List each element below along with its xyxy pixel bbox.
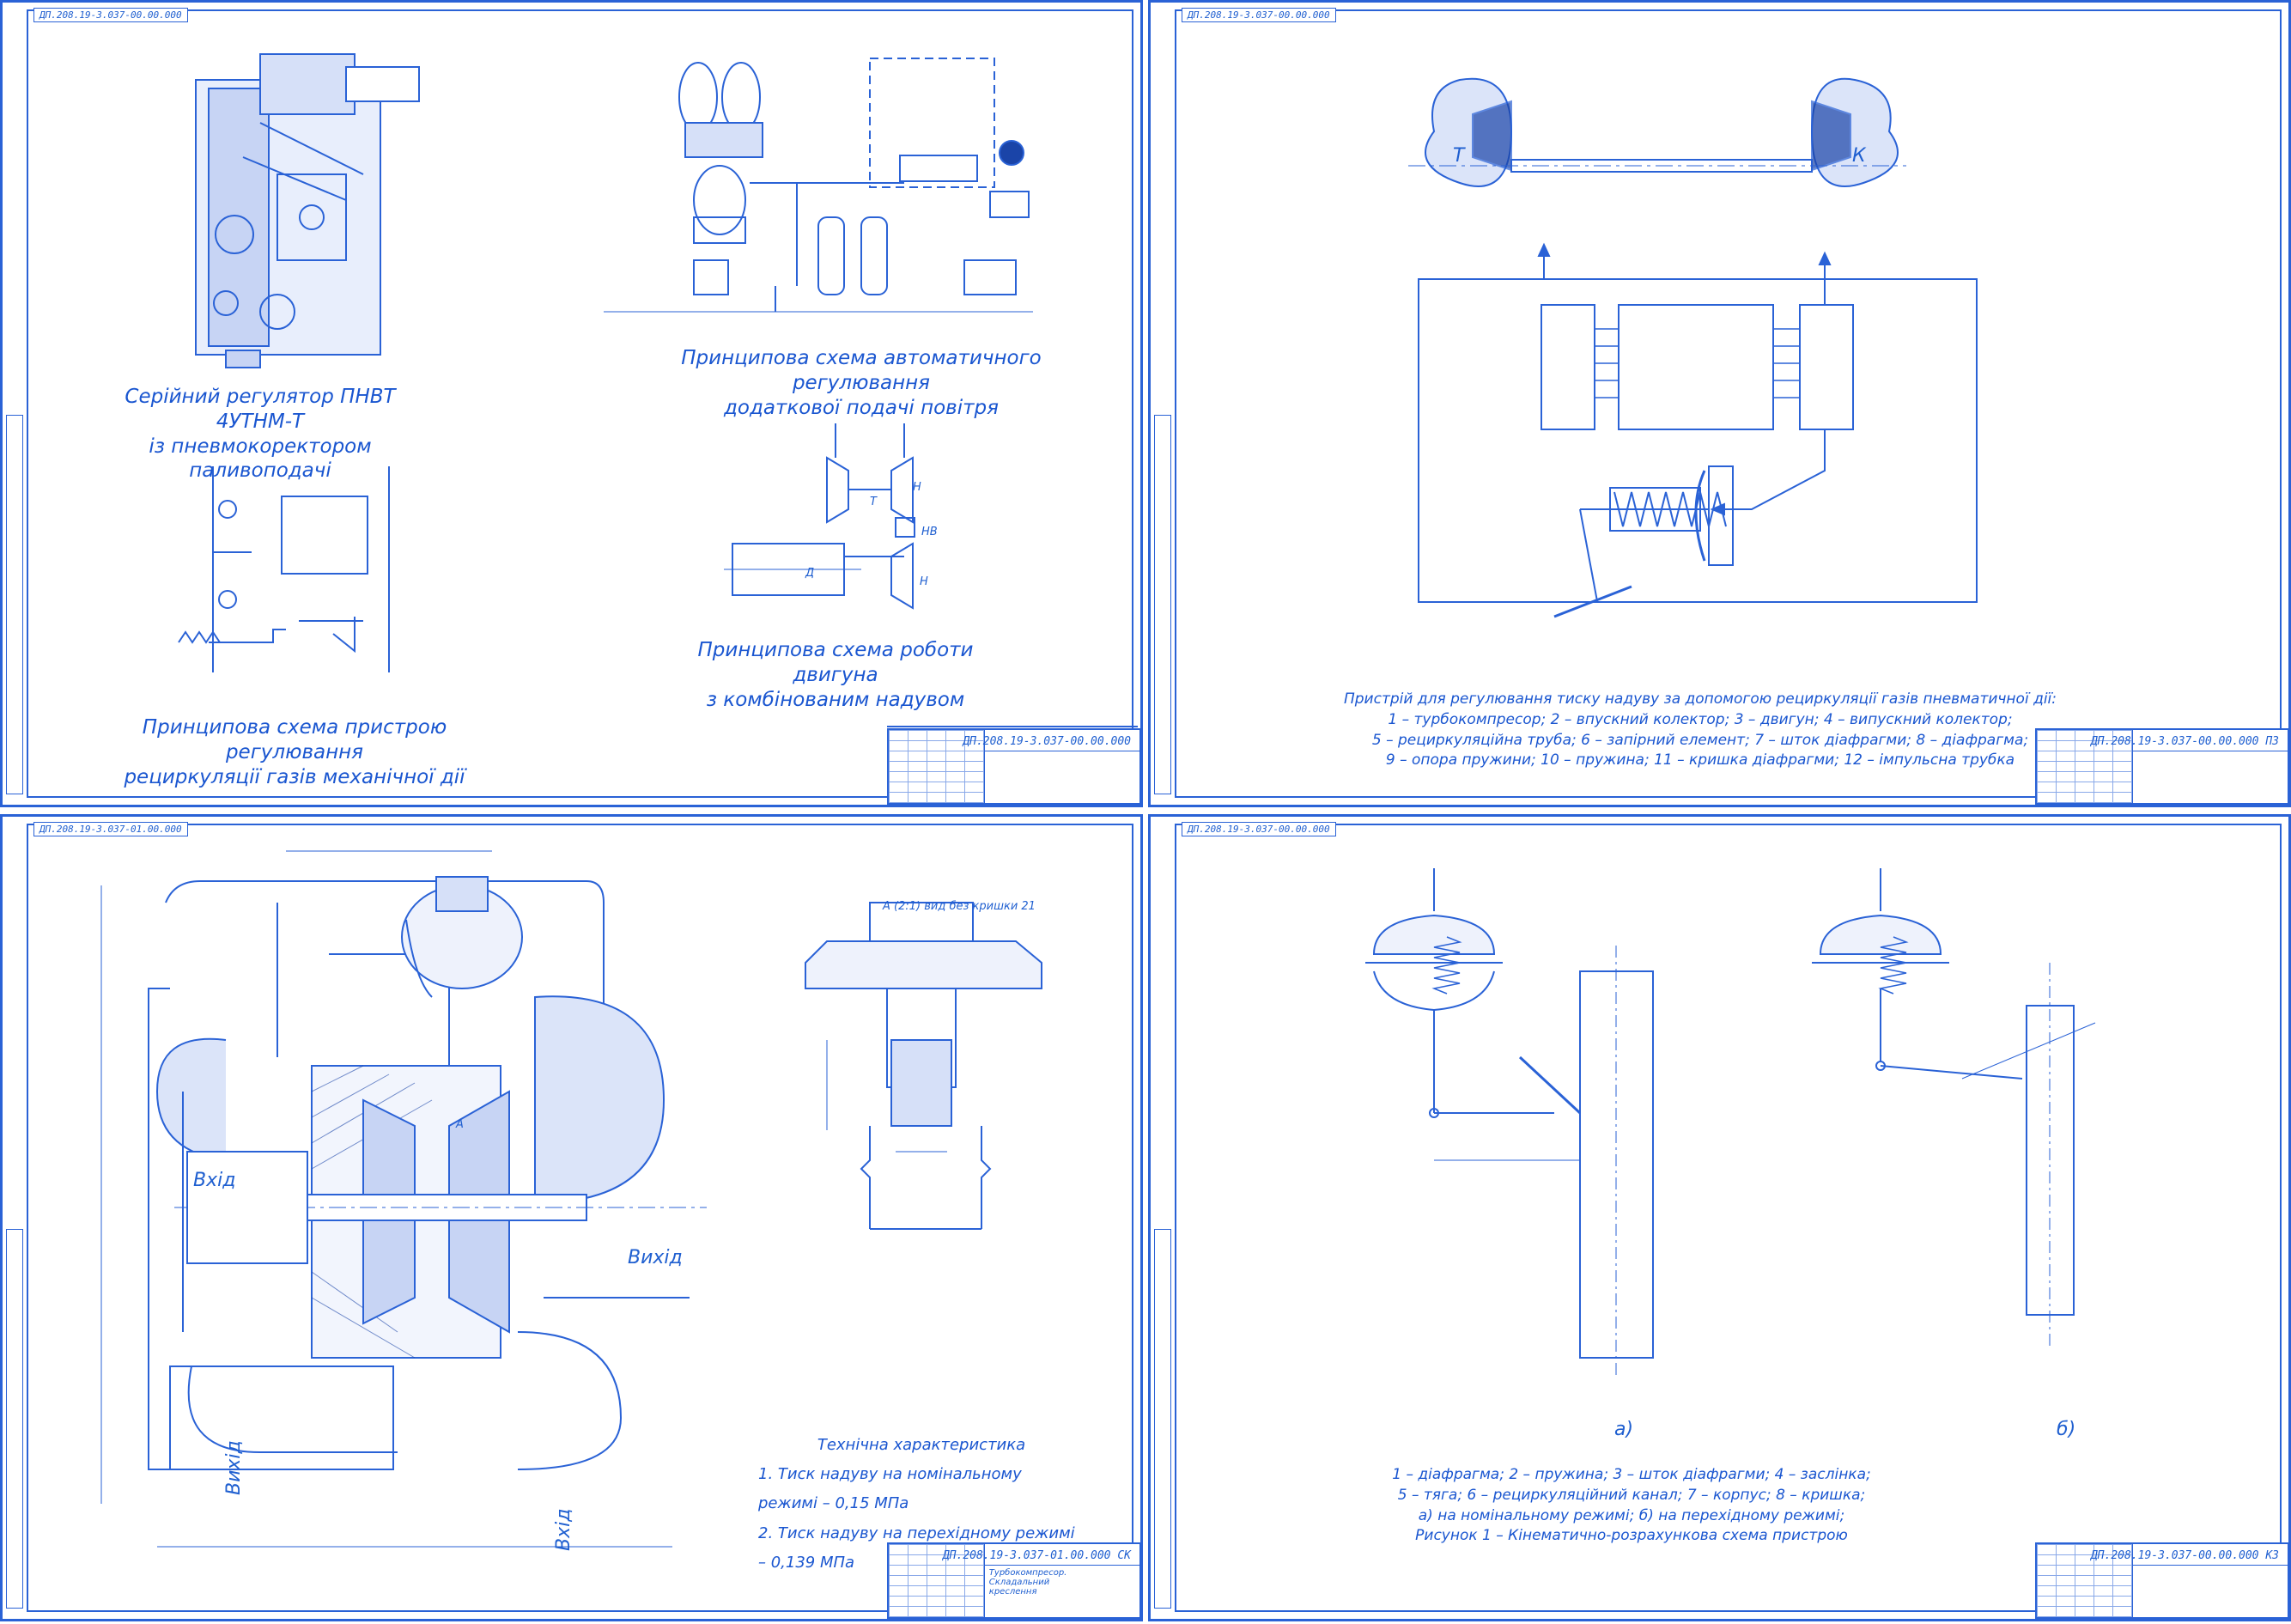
combined-scheme <box>724 423 915 610</box>
caption-regulator-line2: із пневмокоректором паливоподачі <box>149 435 372 483</box>
sheet-2-legend: Пристрій для регулювання тиску надуву за… <box>1237 690 2164 771</box>
caption-regulator-line1: Серійний регулятор ПНВТ 4УТНМ-Т <box>125 386 396 433</box>
sheet-4-side-stamp <box>1154 1229 1171 1609</box>
label-inlet: Вхід <box>193 1170 235 1191</box>
label-view-A: А (2:1) вид без кришки 21 <box>882 900 1036 913</box>
sheet-2-legend-line3: 5 – рециркуляційна труба; 6 – запірний е… <box>1371 731 2029 749</box>
label-H1: Н <box>913 481 921 494</box>
sheet-2-pneumatic-device: ДП.208.19-3.037-00.00.000 <box>1148 0 2291 807</box>
sheet-4-title-code: ДП.208.19-3.037-00.00.000 КЗ <box>2090 1549 2279 1562</box>
sheet-3-title-code: ДП.208.19-3.037-01.00.000 СК <box>942 1549 1131 1562</box>
label-T: Т <box>870 496 878 508</box>
sheet-1-drawings: Т Н НВ Д Н <box>178 53 1138 727</box>
sheet-2-title-code: ДП.208.19-3.037-00.00.000 ПЗ <box>2090 735 2279 748</box>
sheet-2-legend-line1: Пристрій для регулювання тиску надуву за… <box>1343 690 2057 708</box>
sheet-3-code-tab: ДП.208.19-3.037-01.00.000 <box>33 822 188 836</box>
label-scheme-b: б) <box>2057 1419 2075 1440</box>
label-inlet-bottom: Вхід <box>553 1509 574 1551</box>
sheet-4-legend-line4: Рисунок 1 – Кінематично-розрахункова схе… <box>1415 1527 1848 1545</box>
sheet-3-drawing: Вхід Вихід Вихід Вхід А А (2:1) вид без … <box>100 850 1042 1551</box>
caption-auto-line1: Принципова схема автоматичного регулюван… <box>681 347 1042 394</box>
mech-scheme <box>178 466 390 672</box>
sheet-1-schemes: ДП.208.19-3.037-00.00.000 <box>0 0 1143 807</box>
sheet-2-title-block: ДП.208.19-3.037-00.00.000 ПЗ <box>2035 728 2289 805</box>
sheet-3-title-name: Турбокомпресор. Складальний креслення <box>988 1568 1067 1597</box>
caption-combined: Принципова схема роботи двигуна з комбін… <box>655 638 1016 712</box>
label-view-A-mark: А <box>455 1118 464 1131</box>
sheet-2-side-stamp <box>1154 415 1171 794</box>
sheet-4-drawing: а) б) <box>1365 868 2096 1440</box>
sheet-3-frame <box>27 824 1133 1612</box>
caption-mech: Принципова схема пристрою регулювання ре… <box>88 715 501 789</box>
sheet-2-frame <box>1175 9 2282 798</box>
sheet-4-kinematic-scheme: ДП.208.19-3.037-00.00.000 <box>1148 814 2291 1621</box>
sheet-4-legend-line1: 1 – діафрагма; 2 – пружина; 3 – шток діа… <box>1392 1466 1871 1483</box>
label-compressor-K: К <box>1852 145 1867 167</box>
caption-auto-line2: додаткової подачі повітря <box>724 396 999 419</box>
tech-item-1: 1. Тиск надуву на номінальному режимі – … <box>758 1465 1022 1513</box>
sheet-4-legend-line3: а) на номінальному режимі; б) на перехід… <box>1418 1506 1845 1524</box>
label-HB: НВ <box>921 526 938 538</box>
sheet-4-title-block: ДП.208.19-3.037-00.00.000 КЗ <box>2035 1542 2289 1619</box>
label-H2: Н <box>920 575 928 588</box>
caption-auto: Принципова схема автоматичного регулюван… <box>621 346 1102 420</box>
regulator-drawing <box>195 53 420 368</box>
sheet-1-title-code: ДП.208.19-3.037-00.00.000 <box>963 735 1131 748</box>
sheet-4-legend: 1 – діафрагма; 2 – пружина; 3 – шток діа… <box>1279 1465 1984 1547</box>
sheet-1-title-block: ДП.208.19-3.037-00.00.000 <box>887 728 1141 805</box>
sheet-1-side-stamp <box>6 415 23 794</box>
sheet-4-legend-line2: 5 – тяга; 6 – рециркуляційний канал; 7 –… <box>1397 1486 1866 1504</box>
tech-item-2: 2. Тиск надуву на перехідному режимі – 0… <box>758 1524 1075 1572</box>
caption-mech-line2: рециркуляції газів механічної дії <box>124 765 465 788</box>
label-outlet: Вихід <box>628 1247 683 1268</box>
sheet-2-legend-line4: 9 – опора пружини; 10 – пружина; 11 – кр… <box>1385 751 2015 769</box>
auto-scheme <box>604 58 1033 313</box>
sheet-3-title-block: ДП.208.19-3.037-01.00.000 СК Турбокомпре… <box>887 1542 1141 1619</box>
tech-characteristic: Технічна характеристика 1. Тиск надуву н… <box>758 1431 1085 1578</box>
label-D: Д <box>805 567 814 580</box>
label-outlet-bottom: Вихід <box>223 1440 245 1495</box>
caption-combined-line2: з комбінованим надувом <box>706 688 965 711</box>
sheet-4-code-tab: ДП.208.19-3.037-00.00.000 <box>1182 822 1336 836</box>
caption-combined-line1: Принципова схема роботи двигуна <box>697 639 974 686</box>
label-scheme-a: а) <box>1614 1419 1633 1440</box>
sheet-4-frame <box>1175 824 2282 1612</box>
tech-title: Технічна характеристика <box>817 1436 1026 1454</box>
caption-regulator: Серійний регулятор ПНВТ 4УТНМ-Т із пневм… <box>97 385 423 484</box>
sheet-3-side-stamp <box>6 1229 23 1609</box>
sheet-2-code-tab: ДП.208.19-3.037-00.00.000 <box>1182 8 1336 22</box>
sheet-2-drawing: Т К <box>1408 77 1978 618</box>
sheet-3-turbocharger: ДП.208.19-3.037-01.00.000 <box>0 814 1143 1621</box>
sheet-1-code-tab: ДП.208.19-3.037-00.00.000 <box>33 8 188 22</box>
sheet-2-legend-line2: 1 – турбокомпресор; 2 – впускний колекто… <box>1388 710 2013 728</box>
label-turbine-T: Т <box>1453 145 1466 167</box>
caption-mech-line1: Принципова схема пристрою регулювання <box>142 716 447 763</box>
sheet-1-frame <box>27 9 1133 798</box>
